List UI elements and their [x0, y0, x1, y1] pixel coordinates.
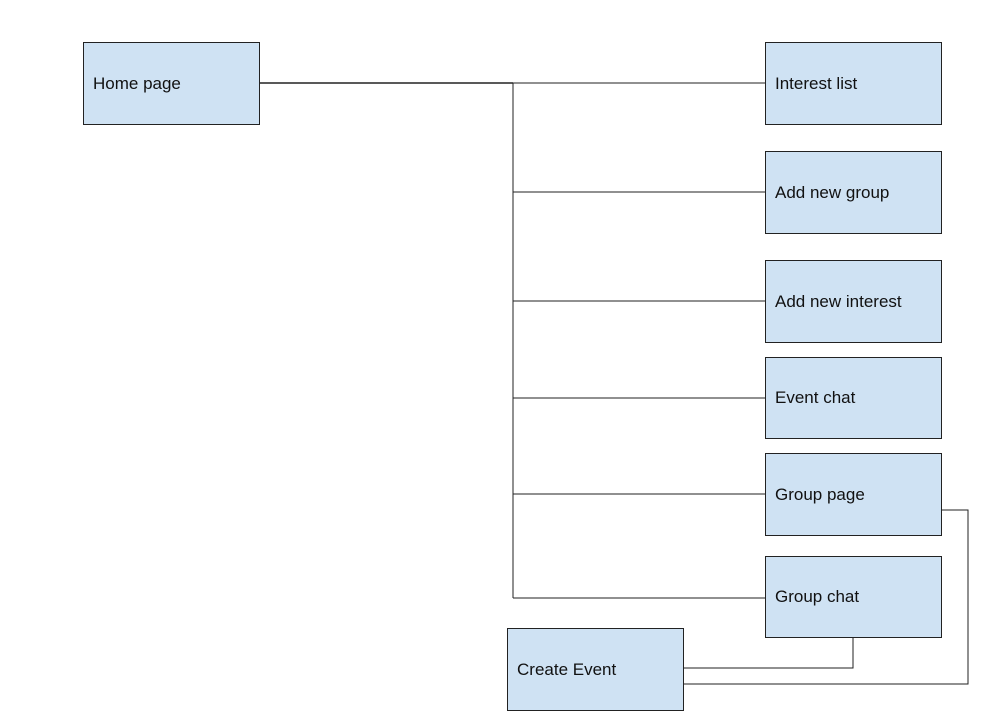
node-add-new-interest-label: Add new interest — [775, 291, 902, 311]
node-interest-list-label: Interest list — [775, 73, 858, 93]
connector-group-chat-to-create-event — [683, 637, 854, 669]
node-home-page-label: Home page — [93, 73, 181, 93]
node-add-new-group[interactable]: Add new group — [765, 151, 942, 234]
node-create-event[interactable]: Create Event — [507, 628, 684, 711]
node-group-page[interactable]: Group page — [765, 453, 942, 536]
node-group-chat-label: Group chat — [775, 587, 860, 606]
node-create-event-label: Create Event — [517, 659, 617, 679]
node-group-page-label: Group page — [775, 484, 865, 504]
node-add-new-interest[interactable]: Add new interest — [765, 260, 942, 343]
connector-group-page-to-create-event — [683, 509, 969, 685]
node-home-page[interactable]: Home page — [83, 42, 260, 125]
node-event-chat[interactable]: Event chat — [765, 357, 942, 439]
node-group-chat[interactable]: Group chat — [765, 556, 942, 638]
node-interest-list[interactable]: Interest list — [765, 42, 942, 125]
node-event-chat-label: Event chat — [775, 388, 856, 407]
node-add-new-group-label: Add new group — [775, 182, 890, 202]
